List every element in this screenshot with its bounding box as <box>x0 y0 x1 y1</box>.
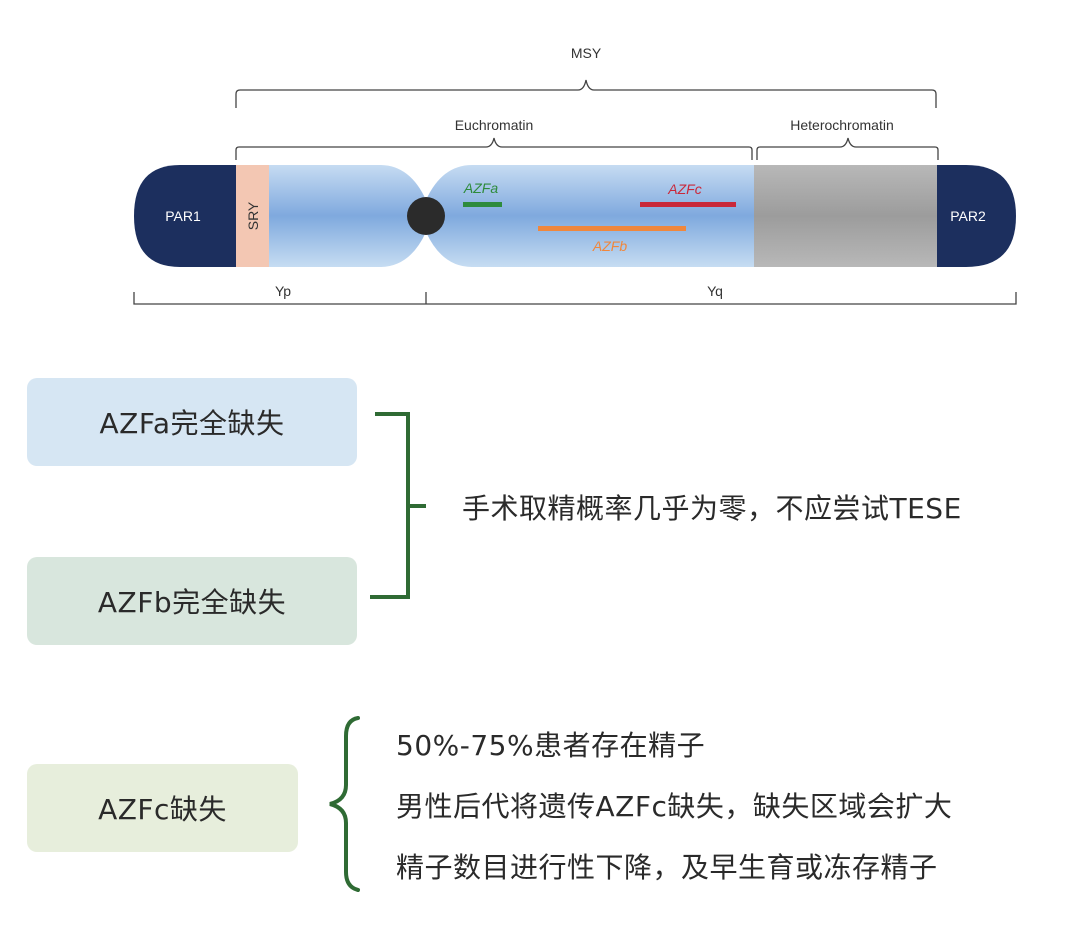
square-bracket <box>370 412 426 599</box>
sry-region <box>236 165 269 267</box>
curly-brace <box>329 716 360 892</box>
euchromatin-bracket <box>235 137 753 160</box>
azfb-complete-deletion-box: AZFb完全缺失 <box>27 557 357 645</box>
msy-bracket <box>235 79 937 108</box>
par1-label: PAR1 <box>165 208 201 224</box>
azfb-label: AZFb <box>592 238 627 254</box>
euchromatin-label: Euchromatin <box>455 117 534 133</box>
par2-label: PAR2 <box>950 208 986 224</box>
heterochromatin-label: Heterochromatin <box>790 117 894 133</box>
azfc-fact-1: 50%-75%患者存在精子 <box>396 729 706 762</box>
long-arm-euchromatin <box>426 165 754 267</box>
short-arm <box>269 165 426 267</box>
yq-label: Yq <box>707 283 723 299</box>
par2-region <box>937 165 1016 267</box>
par1-region <box>134 165 236 267</box>
azfc-label: AZFc <box>667 181 701 197</box>
azfc-fact-3: 精子数目进行性下降，及早生育或冻存精子 <box>396 851 938 884</box>
azfb-bar <box>538 226 686 231</box>
tese-conclusion-text: 手术取精概率几乎为零，不应尝试TESE <box>462 492 962 525</box>
azfa-complete-deletion-box: AZFa完全缺失 <box>27 378 357 466</box>
azfc-bar <box>640 202 736 207</box>
heterochromatin-region <box>754 165 937 267</box>
yp-yq-bracket <box>133 292 1017 305</box>
azfc-deletion-box: AZFc缺失 <box>27 764 298 852</box>
azfc-fact-2: 男性后代将遗传AZFc缺失，缺失区域会扩大 <box>396 790 953 823</box>
msy-label: MSY <box>571 45 602 61</box>
azfa-bar <box>463 202 502 207</box>
heterochromatin-bracket <box>756 137 939 160</box>
centromere <box>407 197 445 235</box>
azfa-label: AZFa <box>463 180 498 196</box>
sry-label: SRY <box>245 201 261 230</box>
yp-label: Yp <box>275 283 291 299</box>
